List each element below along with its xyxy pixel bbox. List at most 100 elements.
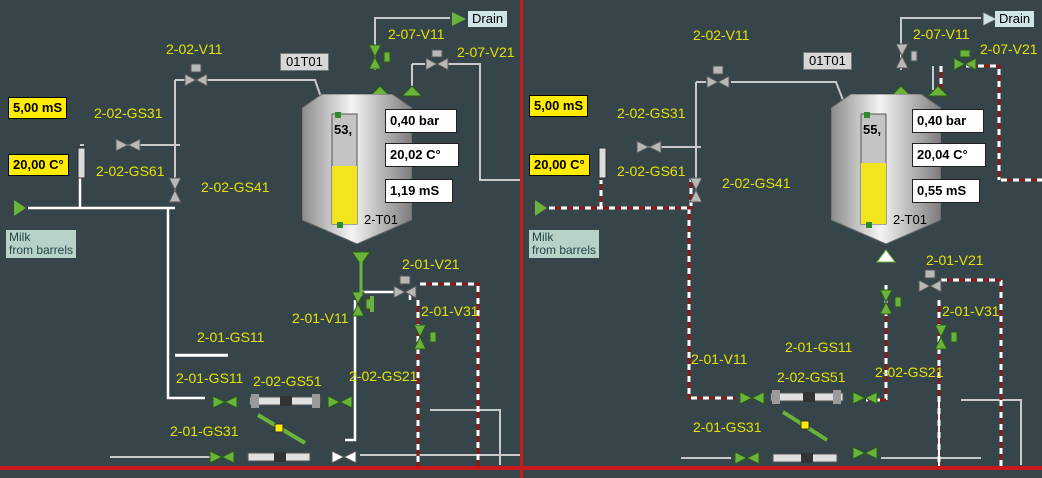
drain-label: Drain	[995, 11, 1035, 27]
conductivity-value: 0,55 mS	[917, 183, 967, 198]
tank-conductivity-display: 1,19 mS	[385, 179, 453, 203]
label-2-02-gs51: 2-02-GS51	[253, 373, 322, 389]
tank-inlet-b-icon	[926, 85, 950, 97]
from-barrels-label: from barrels	[9, 243, 74, 257]
setpoint-conductivity[interactable]: 5,00 mS	[8, 97, 68, 119]
temperature-value: 20,02 C°	[390, 147, 441, 162]
valve-2-01-gs31-icon[interactable]	[734, 451, 760, 465]
valve-2-02-v11-icon[interactable]	[706, 65, 730, 89]
tank-level-value: 55,	[863, 122, 882, 137]
milk-inlet-arrow-icon	[14, 200, 26, 216]
temperature-value: 20,04 C°	[917, 147, 968, 162]
label-2-02-gs31: 2-02-GS31	[94, 105, 163, 121]
setpoint-conductivity[interactable]: 5,00 mS	[529, 95, 589, 117]
label-2-01-v21: 2-01-V21	[926, 252, 984, 268]
conductivity-value: 1,19 mS	[390, 183, 440, 198]
pipe-unit-2-02-gs51	[770, 390, 844, 404]
tank-pressure-display: 0,40 bar	[912, 109, 984, 133]
label-2-07-v11: 2-07-V11	[388, 26, 445, 42]
tank-id-label: 2-T01	[893, 212, 927, 227]
valve-2-07-v11-icon[interactable]	[895, 43, 918, 69]
tank-conductivity-display: 0,55 mS	[912, 179, 980, 203]
white-valve-icon[interactable]	[331, 450, 357, 464]
panel-divider	[520, 0, 523, 478]
pipe-unit-2-01-gs31	[772, 453, 838, 463]
milk-source-label: Milk from barrels	[529, 230, 600, 258]
valve-2-02-v11-icon[interactable]	[184, 63, 208, 87]
label-2-01-v11: 2-01-V11	[691, 351, 748, 367]
label-2-01-gs31: 2-01-GS31	[170, 423, 239, 439]
valve-2-01-gs31-icon[interactable]	[209, 450, 235, 464]
drain-label: Drain	[468, 11, 508, 27]
valve-2-01-v31-icon[interactable]	[934, 324, 958, 350]
valve-2-02-gs31-icon[interactable]	[636, 140, 662, 154]
valve-2-02-gs21-icon[interactable]	[327, 395, 353, 409]
process-panel-left: 53, 2-T01 0,40 bar 20,02 C° 1,19 mS 5,00…	[6, 11, 521, 470]
valve-2-02-gs41-icon[interactable]	[689, 177, 703, 203]
process-panel-right: 55, 2-T01 0,40 bar 20,04 C° 0,55 mS 5,00…	[521, 0, 1042, 478]
label-2-02-gs21: 2-02-GS21	[349, 368, 418, 384]
setpoint-temperature[interactable]: 20,00 C°	[8, 154, 69, 176]
from-barrels-label: from barrels	[532, 243, 597, 257]
valve-2-07-v21-icon[interactable]	[953, 49, 977, 71]
tank-outlet-icon	[876, 249, 896, 263]
tank-inlet-b-icon	[400, 85, 424, 97]
valve-2-07-v11-icon[interactable]	[368, 44, 391, 70]
milk-inlet-arrow-icon	[535, 200, 547, 216]
tank-id-label: 2-T01	[364, 212, 398, 227]
label-2-02-gs61: 2-02-GS61	[617, 163, 686, 179]
label-2-02-v11: 2-02-V11	[693, 27, 750, 43]
milk-label: Milk	[532, 230, 554, 244]
pipe-network-right	[535, 11, 1042, 470]
setpoint-temperature[interactable]: 20,00 C°	[529, 154, 590, 176]
pressure-value: 0,40 bar	[917, 113, 967, 128]
valve-2-01-v21-icon[interactable]	[393, 275, 417, 299]
pipe-unit-2-01-gs31	[247, 452, 311, 462]
label-2-02-gs21: 2-02-GS21	[875, 364, 944, 380]
valve-2-01-v31-icon[interactable]	[413, 324, 437, 350]
label-2-01-gs31: 2-01-GS31	[693, 419, 762, 435]
tank-temperature-display: 20,04 C°	[912, 143, 986, 167]
label-2-01-v31: 2-01-V31	[421, 303, 479, 319]
label-2-02-v11: 2-02-V11	[166, 41, 223, 57]
milk-source-label: Milk from barrels	[6, 230, 77, 258]
tag-01t01[interactable]: 01T01	[803, 52, 852, 70]
tank-pressure-display: 0,40 bar	[385, 109, 457, 133]
valve-2-01-v11-icon[interactable]	[879, 289, 902, 315]
bottom-border	[0, 466, 1042, 470]
drain-arrow-icon	[452, 12, 466, 26]
label-2-01-gs11-b: 2-01-GS11	[176, 370, 244, 386]
valve-2-07-v21-icon[interactable]	[425, 49, 449, 71]
label-2-02-gs41: 2-02-GS41	[201, 179, 270, 195]
tag-01t01[interactable]: 01T01	[280, 53, 329, 71]
label-2-02-gs41: 2-02-GS41	[722, 175, 791, 191]
probe-bar	[598, 147, 607, 179]
tank-outlet-icon	[351, 251, 371, 266]
white-valve-icon[interactable]	[852, 446, 878, 460]
label-2-01-gs11-a: 2-01-GS11	[197, 329, 265, 345]
tank-temperature-display: 20,02 C°	[385, 143, 459, 167]
pipe-network	[14, 12, 521, 470]
valve-2-01-gs11-icon[interactable]	[212, 395, 238, 409]
drain-arrow-icon	[982, 11, 999, 27]
label-2-02-gs51: 2-02-GS51	[777, 369, 846, 385]
label-2-02-gs31: 2-02-GS31	[617, 105, 686, 121]
label-2-02-gs61: 2-02-GS61	[96, 163, 165, 179]
probe-bar	[77, 147, 86, 179]
pressure-value: 0,40 bar	[390, 113, 440, 128]
label-2-01-v31: 2-01-V31	[942, 303, 1000, 319]
valve-2-01-gs11-icon[interactable]	[739, 391, 765, 405]
label-2-07-v21: 2-07-V21	[457, 44, 515, 60]
label-2-07-v11: 2-07-V11	[913, 26, 970, 42]
pipe-unit-2-02-gs51	[249, 394, 321, 408]
valve-2-01-v21-icon[interactable]	[918, 269, 942, 293]
valve-2-02-gs21-icon[interactable]	[852, 391, 878, 405]
label-2-01-gs11: 2-01-GS11	[785, 339, 853, 355]
label-2-01-v11: 2-01-V11	[292, 310, 349, 326]
valve-2-02-gs31-icon[interactable]	[115, 138, 141, 152]
milk-label: Milk	[9, 230, 31, 244]
tank-level-value: 53,	[334, 122, 353, 137]
label-2-07-v21: 2-07-V21	[980, 41, 1038, 57]
valve-2-02-gs41-icon[interactable]	[168, 177, 182, 203]
